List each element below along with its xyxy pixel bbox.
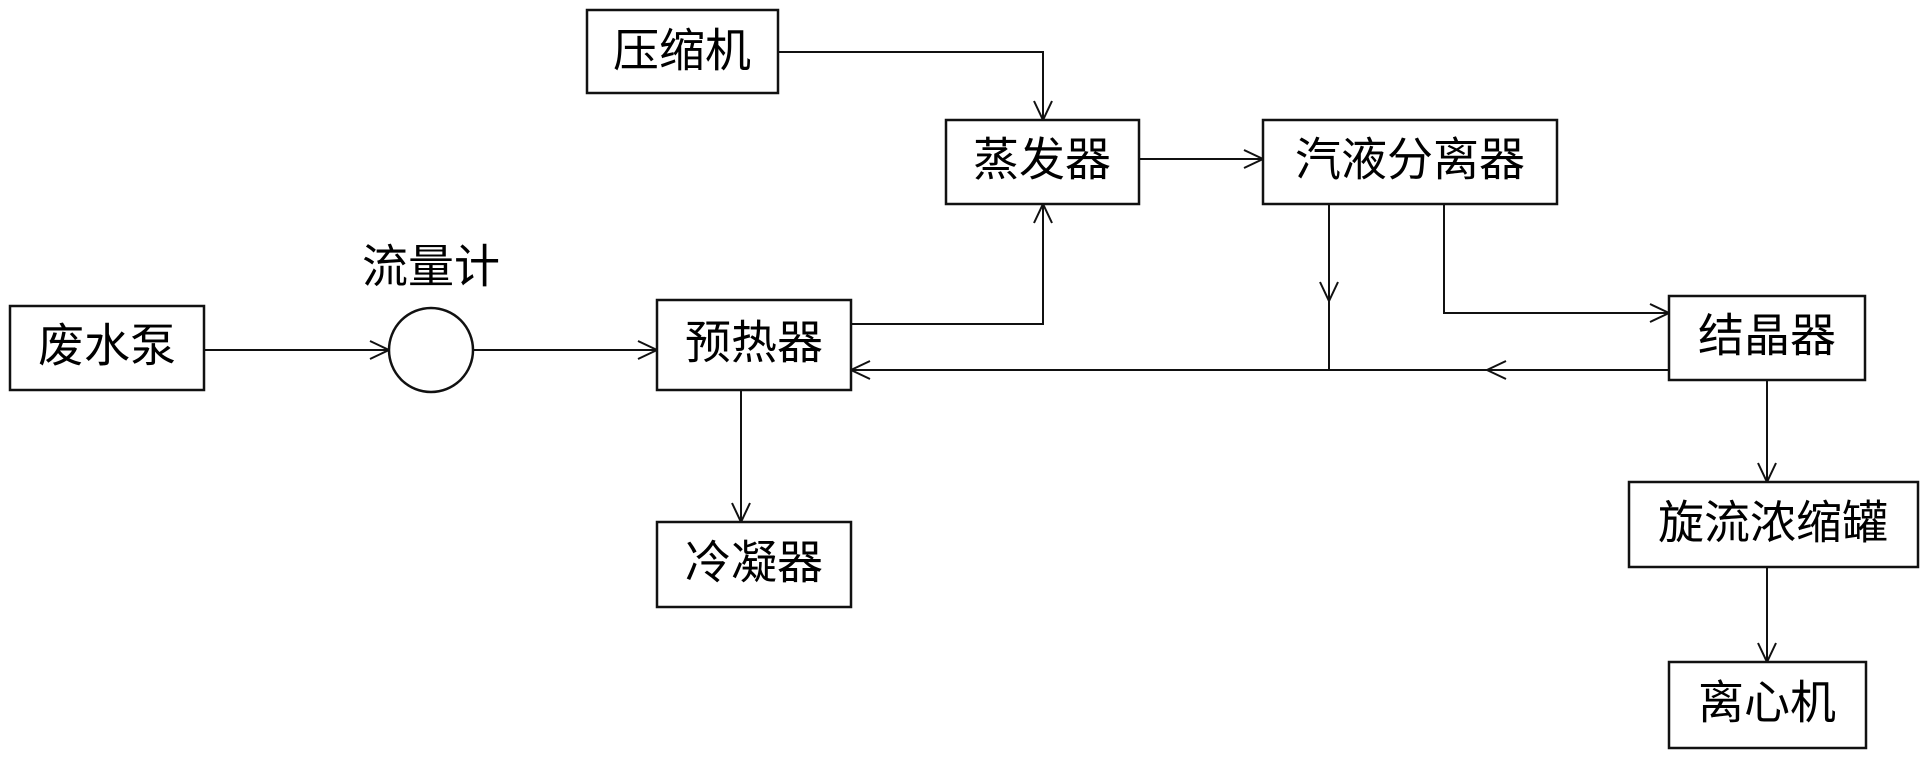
cyclone-tank-box xyxy=(1627,480,1920,569)
cyclone-tank-label: 旋流浓缩罐 xyxy=(1658,496,1888,550)
node-evaporator: 蒸发器 xyxy=(944,118,1141,206)
compressor-label: 压缩机 xyxy=(613,24,751,78)
crystallizer-box xyxy=(1667,294,1867,382)
flowmeter-circle xyxy=(387,306,475,394)
node-preheater: 预热器 xyxy=(655,298,853,392)
compressor-box xyxy=(585,8,780,95)
evaporator-label: 蒸发器 xyxy=(973,133,1111,187)
node-separator: 汽液分离器 xyxy=(1261,118,1559,206)
connectors xyxy=(204,51,1777,665)
crystallizer-label: 结晶器 xyxy=(1698,309,1836,363)
wastewater-pump-label: 废水泵 xyxy=(38,319,176,373)
node-centrifuge: 离心机 xyxy=(1667,660,1868,750)
evaporator-box xyxy=(944,118,1141,206)
wastewater-pump-box xyxy=(8,304,206,392)
flowmeter-label: 流量计 xyxy=(362,240,500,294)
node-compressor: 压缩机 xyxy=(585,8,780,95)
edge-compressor-evaporator xyxy=(778,51,1044,120)
node-wastewater-pump: 废水泵 xyxy=(8,304,206,392)
node-condenser: 冷凝器 xyxy=(655,520,853,609)
arrowhead-left xyxy=(1484,360,1507,380)
condenser-box xyxy=(655,520,853,609)
centrifuge-label: 离心机 xyxy=(1698,676,1836,730)
node-crystallizer: 结晶器 xyxy=(1667,294,1867,382)
node-cyclone-tank: 旋流浓缩罐 xyxy=(1627,480,1920,569)
edge-separator-crystallizer xyxy=(1443,204,1669,314)
node-flowmeter: 流量计 xyxy=(362,240,500,394)
separator-label: 汽液分离器 xyxy=(1295,133,1525,187)
edge-preheater-evaporator xyxy=(851,204,1044,325)
preheater-label: 预热器 xyxy=(685,316,823,370)
arrowhead-down xyxy=(1319,281,1339,304)
preheater-box xyxy=(655,298,853,392)
centrifuge-box xyxy=(1667,660,1868,750)
condenser-label: 冷凝器 xyxy=(685,536,823,590)
separator-box xyxy=(1261,118,1559,206)
